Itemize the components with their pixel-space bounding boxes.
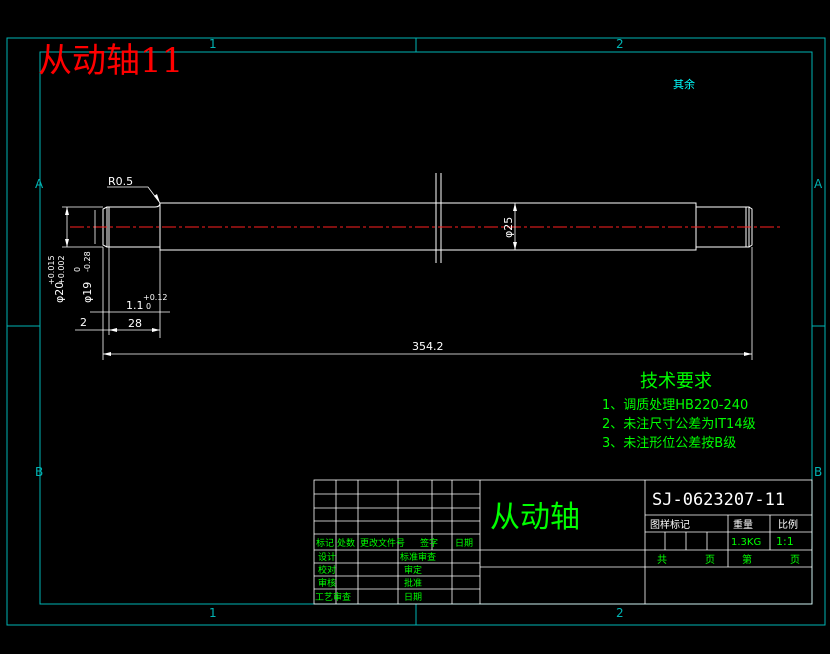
- tech-requirements: 技术要求 1、调质处理HB220-240 2、未注尺寸公差为IT14级 3、未注…: [602, 371, 756, 451]
- arrow: [65, 207, 69, 215]
- dimension-arrows: [65, 194, 752, 356]
- sheet-frame: [6, 37, 826, 626]
- groove-width-tol-lower: 0: [146, 302, 151, 311]
- fillet-leader: [107, 186, 161, 204]
- zone-label-bottom-1: 1: [209, 606, 217, 620]
- dia19-tol-upper: 0: [73, 267, 82, 272]
- rev-header-count: 处数: [337, 537, 355, 549]
- dia25-label: φ25: [502, 217, 515, 238]
- arrow: [109, 328, 117, 332]
- zone-label-right-b: B: [814, 465, 822, 479]
- title-block: [313, 479, 813, 605]
- page-number-label: 第: [742, 553, 752, 566]
- weight-value: 1.3KG: [731, 537, 761, 548]
- role-process: 工艺审查: [315, 591, 351, 603]
- role-date: 日期: [404, 592, 422, 603]
- arrow: [513, 242, 517, 250]
- role-check: 校对: [318, 564, 336, 576]
- zone-label-right-a: A: [814, 177, 823, 191]
- dimension-text: R0.5 φ25 φ20 +0.015 +0.002 φ19 0 -0.28 1…: [47, 175, 515, 353]
- role-standard: 标准审查: [400, 551, 436, 563]
- role-approve: 审定: [404, 564, 422, 576]
- dia19-label: φ19: [81, 282, 94, 303]
- weight-label: 重量: [733, 518, 753, 531]
- title-block-frame: [313, 479, 813, 605]
- step-length-label: 28: [128, 317, 142, 330]
- role-review: 审核: [318, 577, 336, 589]
- zone-label-top-2: 2: [616, 37, 624, 51]
- groove-width-label: 1.1: [126, 299, 144, 312]
- dia20-label: φ20: [53, 282, 66, 303]
- outer-border: [6, 37, 826, 626]
- break-marks: [435, 173, 442, 263]
- arrow: [65, 239, 69, 247]
- zone-label-bottom-2: 2: [616, 606, 624, 620]
- groove-width-tol-upper: +0.12: [143, 293, 168, 302]
- left-fillet: [154, 202, 161, 208]
- fillet-label: R0.5: [108, 175, 133, 188]
- rev-header-mark: 标记: [316, 537, 334, 549]
- stage-label: 图样标记: [650, 518, 690, 531]
- tech-item-2: 2、未注尺寸公差为IT14级: [602, 417, 756, 432]
- zone-label-top-1: 1: [209, 37, 217, 51]
- role-design: 设计: [318, 551, 336, 563]
- drawing-number: SJ-0623207-11: [652, 490, 785, 510]
- scale-value: 1:1: [776, 535, 794, 548]
- scale-label: 比例: [778, 518, 798, 531]
- rev-header-date: 日期: [455, 538, 473, 549]
- arrow: [744, 352, 752, 356]
- role-ratify: 批准: [404, 577, 422, 589]
- title-block-text: 从动轴 SJ-0623207-11 图样标记 重量 比例 1.3KG 1:1 共…: [315, 490, 800, 603]
- overlay-title: 从动轴11: [38, 41, 183, 81]
- left-groove: [106, 206, 110, 248]
- page-number-unit: 页: [790, 554, 800, 566]
- part-name: 从动轴: [490, 500, 580, 535]
- zone-label-left-a: A: [35, 177, 44, 191]
- arrow: [154, 194, 160, 203]
- total-length-label: 354.2: [412, 340, 444, 353]
- total-sheets-label: 共: [657, 554, 667, 566]
- zone-label-left-b: B: [35, 465, 43, 479]
- arrow: [103, 352, 111, 356]
- rev-header-sign: 签字: [420, 537, 438, 549]
- total-sheets-unit: 页: [705, 554, 715, 566]
- dia20-tol-upper: +0.015: [47, 255, 56, 285]
- dia19-tol-lower: -0.28: [83, 251, 92, 272]
- tech-item-1: 1、调质处理HB220-240: [602, 398, 748, 413]
- arrow: [152, 328, 160, 332]
- tech-heading: 技术要求: [640, 371, 712, 392]
- left-offset-label: 2: [80, 316, 87, 329]
- rev-header-doc: 更改文件号: [360, 537, 405, 549]
- zone-labels: 1 2 1 2 A B A B: [35, 37, 823, 620]
- surface-note: 其余: [673, 77, 695, 91]
- arrow: [513, 203, 517, 211]
- dimension-lines: [62, 186, 753, 360]
- dia20-tol-lower: +0.002: [57, 255, 66, 285]
- tech-item-3: 3、未注形位公差按B级: [602, 436, 736, 451]
